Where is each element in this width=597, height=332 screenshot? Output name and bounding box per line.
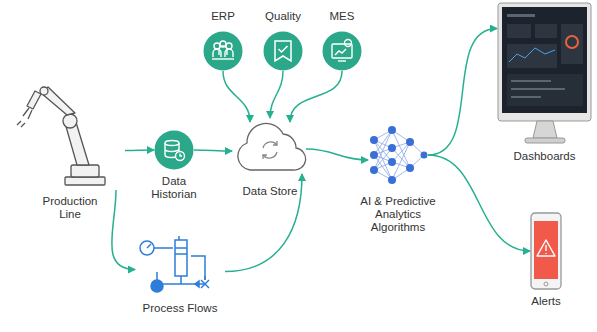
node-icon (322, 31, 362, 71)
node-icon (368, 120, 428, 190)
flow-arrow (428, 29, 497, 156)
node-label: ERP (211, 10, 235, 23)
icon-node: ERP (203, 31, 243, 71)
node-label: MES (330, 10, 355, 23)
flow-arrow (194, 150, 232, 151)
node-label: Data Store (243, 185, 298, 198)
flow-arrow (225, 174, 302, 272)
node-icon (497, 2, 592, 145)
node-label-group: Quality (265, 10, 301, 23)
node-icon (203, 31, 243, 71)
node-icon (263, 31, 303, 71)
node-label-group: Production Line (34, 195, 106, 221)
node-label-group: Data Store (243, 185, 298, 198)
node-label: Quality (265, 10, 301, 23)
node-label: AI & Predictive Analytics Algorithms (352, 195, 444, 234)
node-label-group: AI & Predictive Analytics Algorithms (352, 195, 444, 234)
icon-node: Production Line (15, 85, 125, 190)
flow-arrow (306, 149, 368, 160)
node-label: Alerts (531, 295, 560, 308)
node-icon (15, 85, 125, 190)
icon-node: Quality (263, 31, 303, 71)
icon-node: AI & Predictive Analytics Algorithms (368, 120, 428, 190)
node-label-group: Process Flows (143, 302, 218, 315)
node-icon (135, 234, 225, 297)
icon-node: Alerts (530, 212, 562, 290)
node-label: Data Historian (142, 175, 206, 201)
icon-node: Dashboards (497, 2, 592, 145)
icon-node: Process Flows (135, 234, 225, 297)
node-label-group: ERP (211, 10, 235, 23)
icon-node: MES (322, 31, 362, 71)
node-label: Production Line (34, 195, 106, 221)
flow-arrow (270, 71, 283, 118)
icon-node: Data Historian (154, 130, 194, 170)
node-label: Dashboards (513, 150, 575, 163)
flow-arrow (290, 71, 342, 122)
node-label-group: Alerts (531, 295, 560, 308)
node-icon (530, 212, 562, 290)
node-label-group: Data Historian (142, 175, 206, 201)
flow-arrow (125, 149, 154, 151)
flow-arrow (223, 71, 250, 122)
node-icon (232, 118, 308, 180)
icon-node: Data Store (232, 118, 308, 180)
node-label: Process Flows (143, 302, 218, 315)
flow-arrow (428, 155, 530, 251)
node-icon (154, 130, 194, 170)
flow-arrow (112, 190, 135, 270)
node-label-group: MES (330, 10, 355, 23)
node-label-group: Dashboards (513, 150, 575, 163)
